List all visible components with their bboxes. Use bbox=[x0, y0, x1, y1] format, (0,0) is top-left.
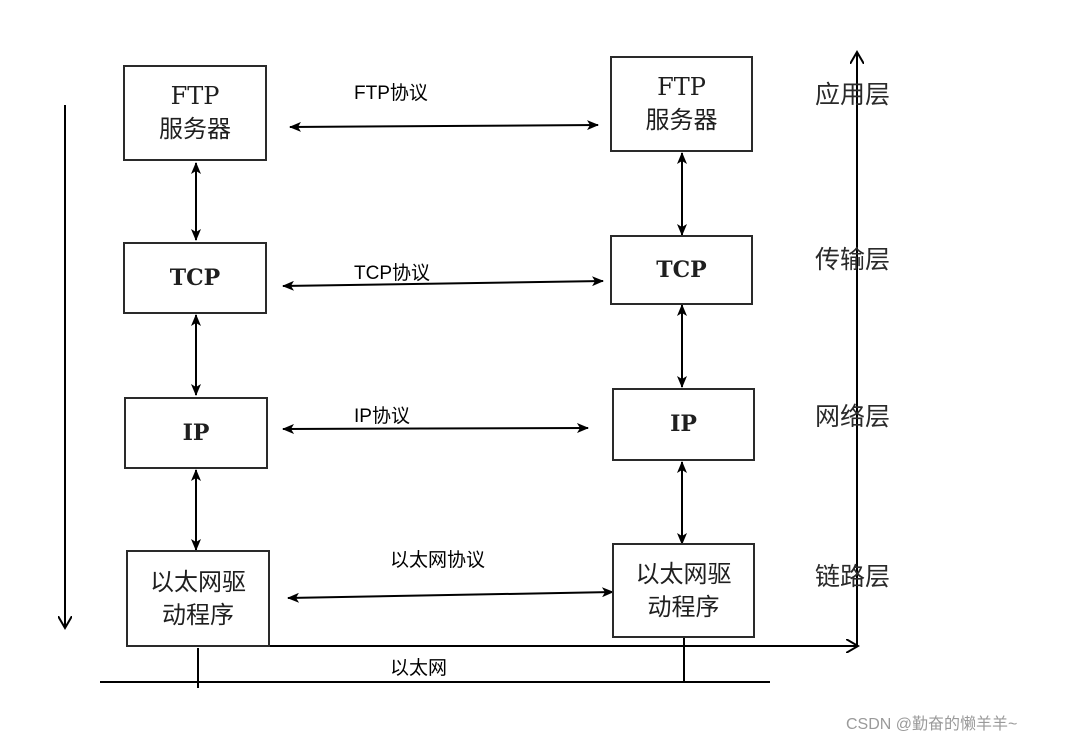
csdn-watermark: CSDN @勤奋的懒羊羊~ bbox=[846, 716, 1018, 733]
box-label-line2: 服务器 bbox=[159, 115, 231, 143]
right-ethernet-driver-box: 以太网驱 动程序 bbox=[612, 543, 755, 638]
box-label-line2: 动程序 bbox=[162, 600, 234, 629]
transport-layer-label: 传输层 bbox=[815, 245, 891, 274]
left-ethernet-driver-box: 以太网驱 动程序 bbox=[126, 550, 270, 647]
box-label-line1: IP bbox=[182, 419, 210, 446]
box-label-line1: TCP bbox=[656, 256, 707, 283]
left-tcp-box: TCP bbox=[123, 242, 267, 314]
ftp-protocol-arrow bbox=[289, 120, 599, 132]
right-ftp-server-box: FTP 服务器 bbox=[610, 56, 753, 152]
box-label-line1: 以太网驱 bbox=[150, 567, 246, 596]
application-layer-label: 应用层 bbox=[815, 80, 891, 109]
box-label-line1: TCP bbox=[169, 264, 221, 291]
left-ftp-server-box: FTP 服务器 bbox=[123, 65, 267, 161]
link-layer-label: 链路层 bbox=[815, 562, 891, 591]
up-flow-arrow bbox=[200, 52, 857, 647]
box-label-line1: IP bbox=[670, 411, 697, 437]
right-ip-box: IP bbox=[612, 388, 755, 461]
ip-protocol-label: IP协议 bbox=[354, 406, 410, 427]
box-label-line1: FTP bbox=[657, 73, 706, 101]
ethernet-protocol-arrow bbox=[287, 587, 614, 603]
box-label-line2: 服务器 bbox=[645, 106, 718, 134]
ethernet-label: 以太网 bbox=[390, 658, 448, 679]
box-label-line1: FTP bbox=[170, 82, 220, 110]
tcp-protocol-label: TCP协议 bbox=[354, 263, 431, 284]
ip-protocol-arrow bbox=[282, 423, 589, 434]
network-layer-label: 网络层 bbox=[815, 402, 891, 431]
left-ip-box: IP bbox=[124, 397, 268, 469]
box-label-line2: 动程序 bbox=[647, 592, 720, 621]
ftp-protocol-label: FTP协议 bbox=[354, 83, 428, 104]
ethernet-protocol-label: 以太网协议 bbox=[390, 550, 486, 571]
right-tcp-box: TCP bbox=[610, 235, 753, 305]
tcp-protocol-arrow bbox=[282, 276, 604, 291]
box-label-line1: 以太网驱 bbox=[635, 559, 732, 588]
